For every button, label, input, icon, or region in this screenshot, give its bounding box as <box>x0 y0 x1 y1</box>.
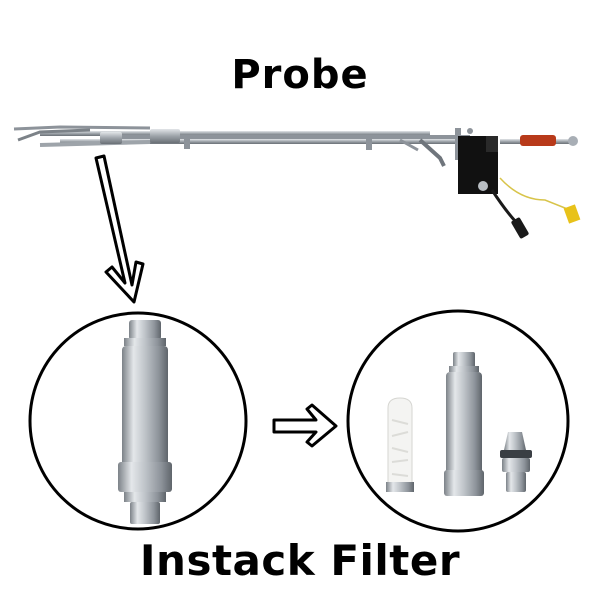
filter-top-thread <box>129 320 161 340</box>
probe-title: Probe <box>231 52 369 98</box>
instack-filter-title: Instack Filter <box>139 536 461 585</box>
probe-heater-sleeve <box>520 135 556 146</box>
probe-sleeve-1 <box>100 132 122 144</box>
filter-element-cap <box>386 482 414 492</box>
probe-clamp-1 <box>184 137 190 149</box>
filter-element <box>386 397 414 492</box>
probe-tip-tube-1 <box>13 125 151 131</box>
filter-exploded <box>386 352 532 496</box>
probe-box-side <box>486 136 498 152</box>
probe-assembly <box>13 125 581 239</box>
probe-cable-connector <box>511 217 529 239</box>
probe-drop-tube-2 <box>418 138 446 167</box>
filter-bottom-thread <box>130 502 160 524</box>
filter-end-fitting <box>500 432 532 492</box>
probe-thermocouple-plug <box>563 204 581 224</box>
probe-box-screw <box>467 128 473 134</box>
down-arrow-icon <box>94 154 145 304</box>
filter-top-nut <box>124 338 166 346</box>
filter-body <box>122 346 168 466</box>
filter-assembled <box>118 320 172 524</box>
probe-end-cap <box>568 136 578 146</box>
probe-rod-middle <box>110 135 470 139</box>
probe-thermocouple-wire <box>499 177 571 211</box>
probe-tip-tube-2 <box>17 128 91 142</box>
probe-box-gland <box>478 181 488 191</box>
filter-housing <box>444 352 484 496</box>
probe-drop-tube-1 <box>399 138 419 152</box>
filter-base-hex <box>118 462 172 492</box>
probe-clamp-2 <box>366 138 372 150</box>
probe-cable-black <box>490 189 518 224</box>
probe-tip-tube-3 <box>39 140 151 147</box>
probe-rod-lower <box>60 139 460 144</box>
right-arrow-icon <box>272 403 338 448</box>
filter-base-collar <box>124 492 166 502</box>
probe-rod-upper <box>40 131 430 136</box>
probe-sleeve-2 <box>150 129 180 143</box>
